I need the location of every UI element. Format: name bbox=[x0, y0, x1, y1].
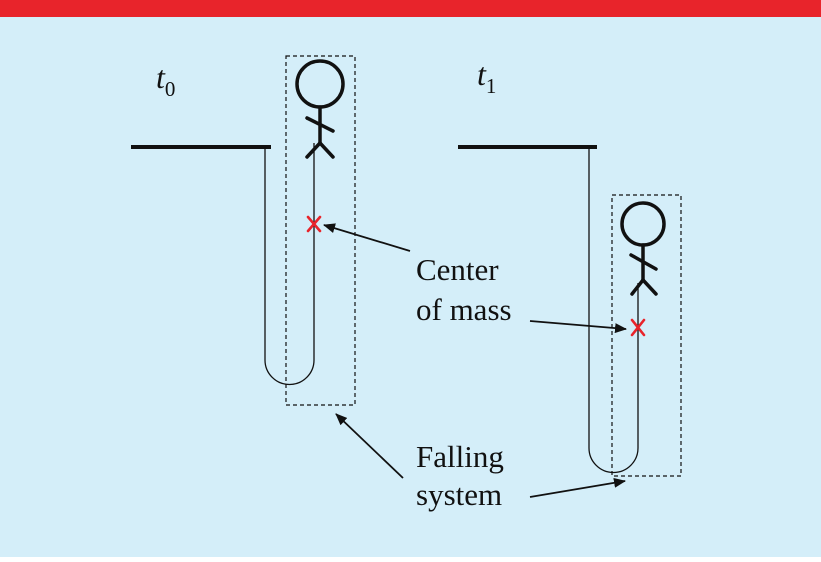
scene-t1 bbox=[458, 145, 682, 477]
system-box-t0 bbox=[285, 55, 356, 406]
arrow-icon bbox=[323, 223, 411, 252]
center-of-mass-label-line1: Center bbox=[416, 252, 499, 287]
stick-figure-icon bbox=[295, 59, 345, 159]
time-label-t0-base: t bbox=[156, 59, 166, 95]
scene-t0 bbox=[131, 55, 356, 406]
stick-figure-icon bbox=[620, 201, 666, 296]
center-of-mass-x-icon bbox=[630, 318, 646, 337]
falling-system-label-line2: system bbox=[416, 477, 502, 512]
arrow-icon bbox=[335, 413, 404, 479]
time-label-t1: t1 bbox=[477, 56, 496, 98]
time-label-t0-sub: 0 bbox=[165, 77, 176, 101]
time-label-t1-base: t bbox=[477, 56, 487, 92]
top-bar bbox=[0, 0, 821, 17]
bungee-cord-t0 bbox=[264, 143, 315, 386]
arrow-icon bbox=[529, 477, 626, 498]
time-label-t1-sub: 1 bbox=[486, 74, 497, 98]
time-label-t0: t0 bbox=[156, 59, 175, 101]
annotation-center-of-mass: Center of mass bbox=[323, 223, 627, 334]
center-of-mass-x-icon bbox=[306, 215, 322, 233]
falling-system-label-line1: Falling bbox=[416, 439, 504, 474]
center-of-mass-label-line2: of mass bbox=[416, 292, 512, 327]
arrow-icon bbox=[529, 320, 627, 334]
bungee-cord-t1 bbox=[588, 147, 639, 474]
annotation-falling-system: Falling system bbox=[335, 413, 626, 512]
